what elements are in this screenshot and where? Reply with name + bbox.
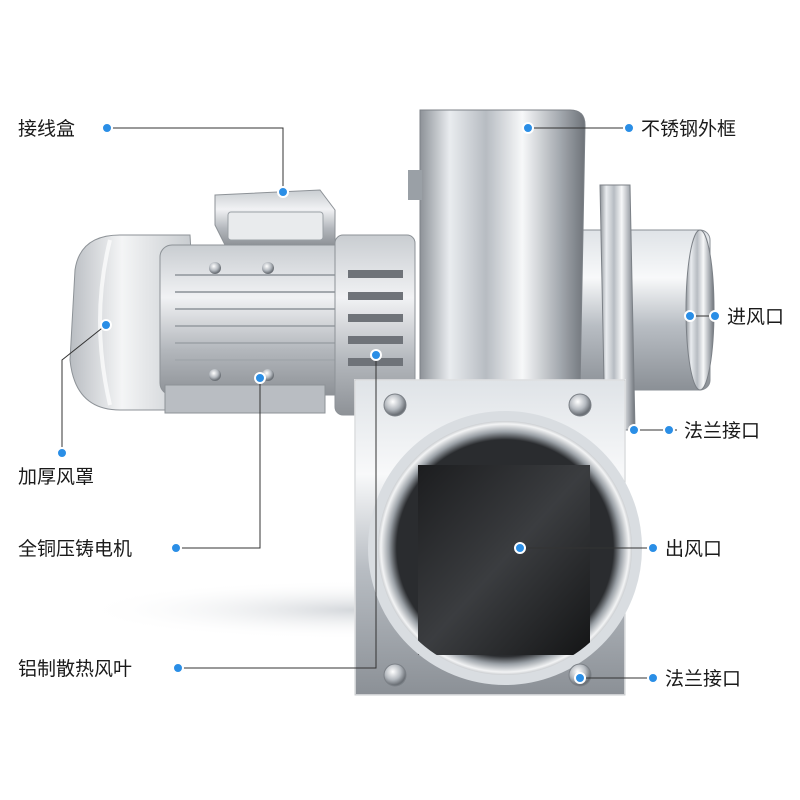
leader-lines (61, 127, 715, 679)
label-air-inlet: 进风口 (727, 306, 785, 328)
label-thick-cover: 加厚风罩 (18, 466, 95, 488)
callout-dots (56, 122, 721, 684)
label-copper-motor: 全铜压铸电机 (18, 538, 133, 560)
label-junction-box: 接线盒 (18, 118, 76, 140)
label-flange-top: 法兰接口 (684, 420, 761, 442)
label-flange-bottom: 法兰接口 (665, 668, 742, 690)
label-air-outlet: 出风口 (665, 538, 723, 560)
label-aluminum-fan: 铝制散热风叶 (18, 658, 133, 680)
label-stainless-frame: 不锈钢外框 (641, 118, 737, 140)
